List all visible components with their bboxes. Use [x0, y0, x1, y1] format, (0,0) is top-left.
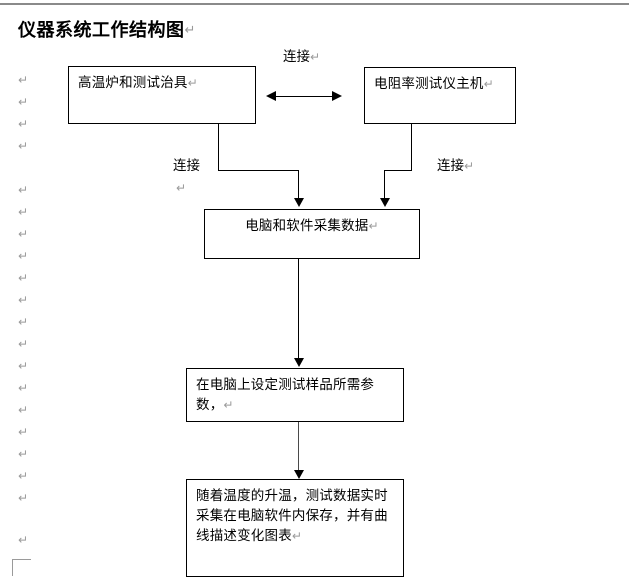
flow-box-set-params[interactable]: 在电脑上设定测试样品所需参数，↵: [186, 368, 404, 422]
double-arrow-shaft: [274, 96, 334, 97]
paragraph-mark: ↵: [18, 73, 29, 87]
connector-left-segment-vertical-bottom: [298, 170, 299, 199]
pilcrow-mark: ↵: [187, 76, 198, 90]
paragraph-mark: ↵: [18, 359, 29, 373]
connector-params-to-record: [298, 422, 299, 474]
pilcrow-mark: ↵: [464, 159, 475, 173]
flow-box-record-data[interactable]: 随着温度的升温，测试数据实时采集在电脑软件内保存，并有曲线描述变化图表↵: [186, 479, 404, 577]
connector-right-segment-vertical-top: [411, 124, 412, 171]
paragraph-mark: ↵: [18, 205, 29, 219]
page-top-rule: [0, 3, 629, 5]
connector-label-left: 连接: [173, 158, 200, 174]
arrow-down-icon-params: [294, 358, 304, 367]
flow-box-acquisition-label: 电脑和软件采集数据↵: [245, 218, 379, 234]
paragraph-mark: ↵: [18, 315, 29, 329]
flow-box-furnace[interactable]: 高温炉和测试治具↵: [68, 66, 256, 124]
connector-right-segment-vertical-bottom: [384, 170, 385, 199]
paragraph-mark: ↵: [18, 381, 29, 395]
arrow-down-icon-right: [380, 198, 390, 207]
arrow-right-icon: [332, 91, 342, 101]
paragraph-mark: ↵: [18, 117, 29, 131]
paragraph-mark: ↵: [18, 293, 29, 307]
connector-label-right: 连接↵: [437, 158, 475, 174]
paragraph-mark: ↵: [18, 491, 29, 505]
flow-box-record-data-label: 随着温度的升温，测试数据实时采集在电脑软件内保存，并有曲线描述变化图表↵: [196, 488, 388, 544]
pilcrow-mark: ↵: [368, 219, 379, 233]
paragraph-mark: ↵: [18, 139, 29, 153]
paragraph-mark: ↵: [18, 533, 29, 547]
paragraph-mark: ↵: [18, 95, 29, 109]
pilcrow-mark: ↵: [223, 398, 234, 412]
paragraph-mark: ↵: [18, 227, 29, 241]
pilcrow-mark: ↵: [310, 50, 321, 64]
paragraph-mark: ↵: [18, 425, 29, 439]
page-title: 仪器系统工作结构图↵: [18, 20, 196, 42]
pilcrow-mark-title: ↵: [184, 23, 196, 38]
arrow-down-icon-left: [294, 198, 304, 207]
paragraph-mark: ↵: [176, 181, 187, 195]
connector-label-top: 连接↵: [283, 49, 321, 65]
flow-box-acquisition[interactable]: 电脑和软件采集数据↵: [204, 209, 420, 259]
pilcrow-mark: ↵: [483, 77, 494, 91]
connector-right-segment-horizontal: [384, 170, 412, 171]
arrow-left-icon: [266, 91, 276, 101]
connector-left-segment-vertical-top: [218, 124, 219, 171]
page-title-text: 仪器系统工作结构图: [18, 20, 185, 41]
paragraph-mark: ↵: [18, 447, 29, 461]
flow-box-resistivity-meter-label: 电阻率测试仪主机↵: [374, 76, 494, 92]
paragraph-mark: ↵: [18, 403, 29, 417]
connector-left-segment-horizontal: [218, 170, 299, 171]
flow-box-resistivity-meter[interactable]: 电阻率测试仪主机↵: [364, 67, 516, 124]
paragraph-mark: ↵: [18, 183, 29, 197]
flow-box-furnace-label: 高温炉和测试治具↵: [78, 75, 198, 91]
paragraph-mark: ↵: [18, 337, 29, 351]
paragraph-mark: ↵: [18, 469, 29, 483]
paragraph-mark: ↵: [18, 271, 29, 285]
arrow-down-icon-record: [294, 470, 304, 479]
page-corner-mark: [12, 559, 31, 576]
pilcrow-mark: ↵: [291, 529, 303, 543]
paragraph-mark: ↵: [18, 249, 29, 263]
flow-box-set-params-label: 在电脑上设定测试样品所需参数，↵: [196, 377, 375, 413]
connector-acquisition-to-params: [298, 259, 299, 360]
